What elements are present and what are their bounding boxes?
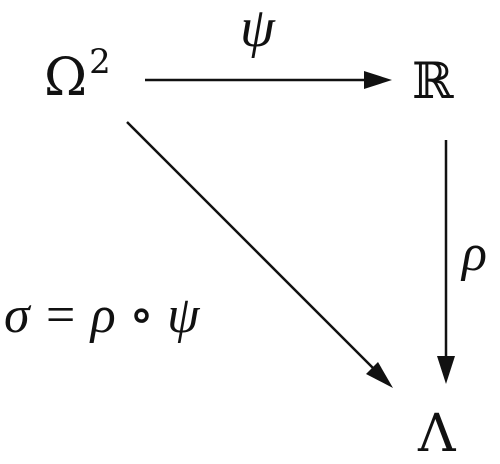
label-rho: ρ: [462, 225, 487, 282]
node-omega-squared: Ω2: [44, 45, 111, 104]
arrow-psi: [145, 71, 392, 89]
arrow-rho: [437, 140, 455, 384]
label-psi: ψ: [240, 0, 275, 59]
node-lambda: Λ: [418, 404, 456, 464]
omega-exponent: 2: [89, 41, 111, 82]
omega-symbol: Ω: [44, 48, 88, 108]
node-reals: ℝ: [412, 52, 454, 110]
arrow-sigma: [126, 121, 393, 388]
label-composition: σ = ρ ∘ ψ: [4, 287, 200, 344]
